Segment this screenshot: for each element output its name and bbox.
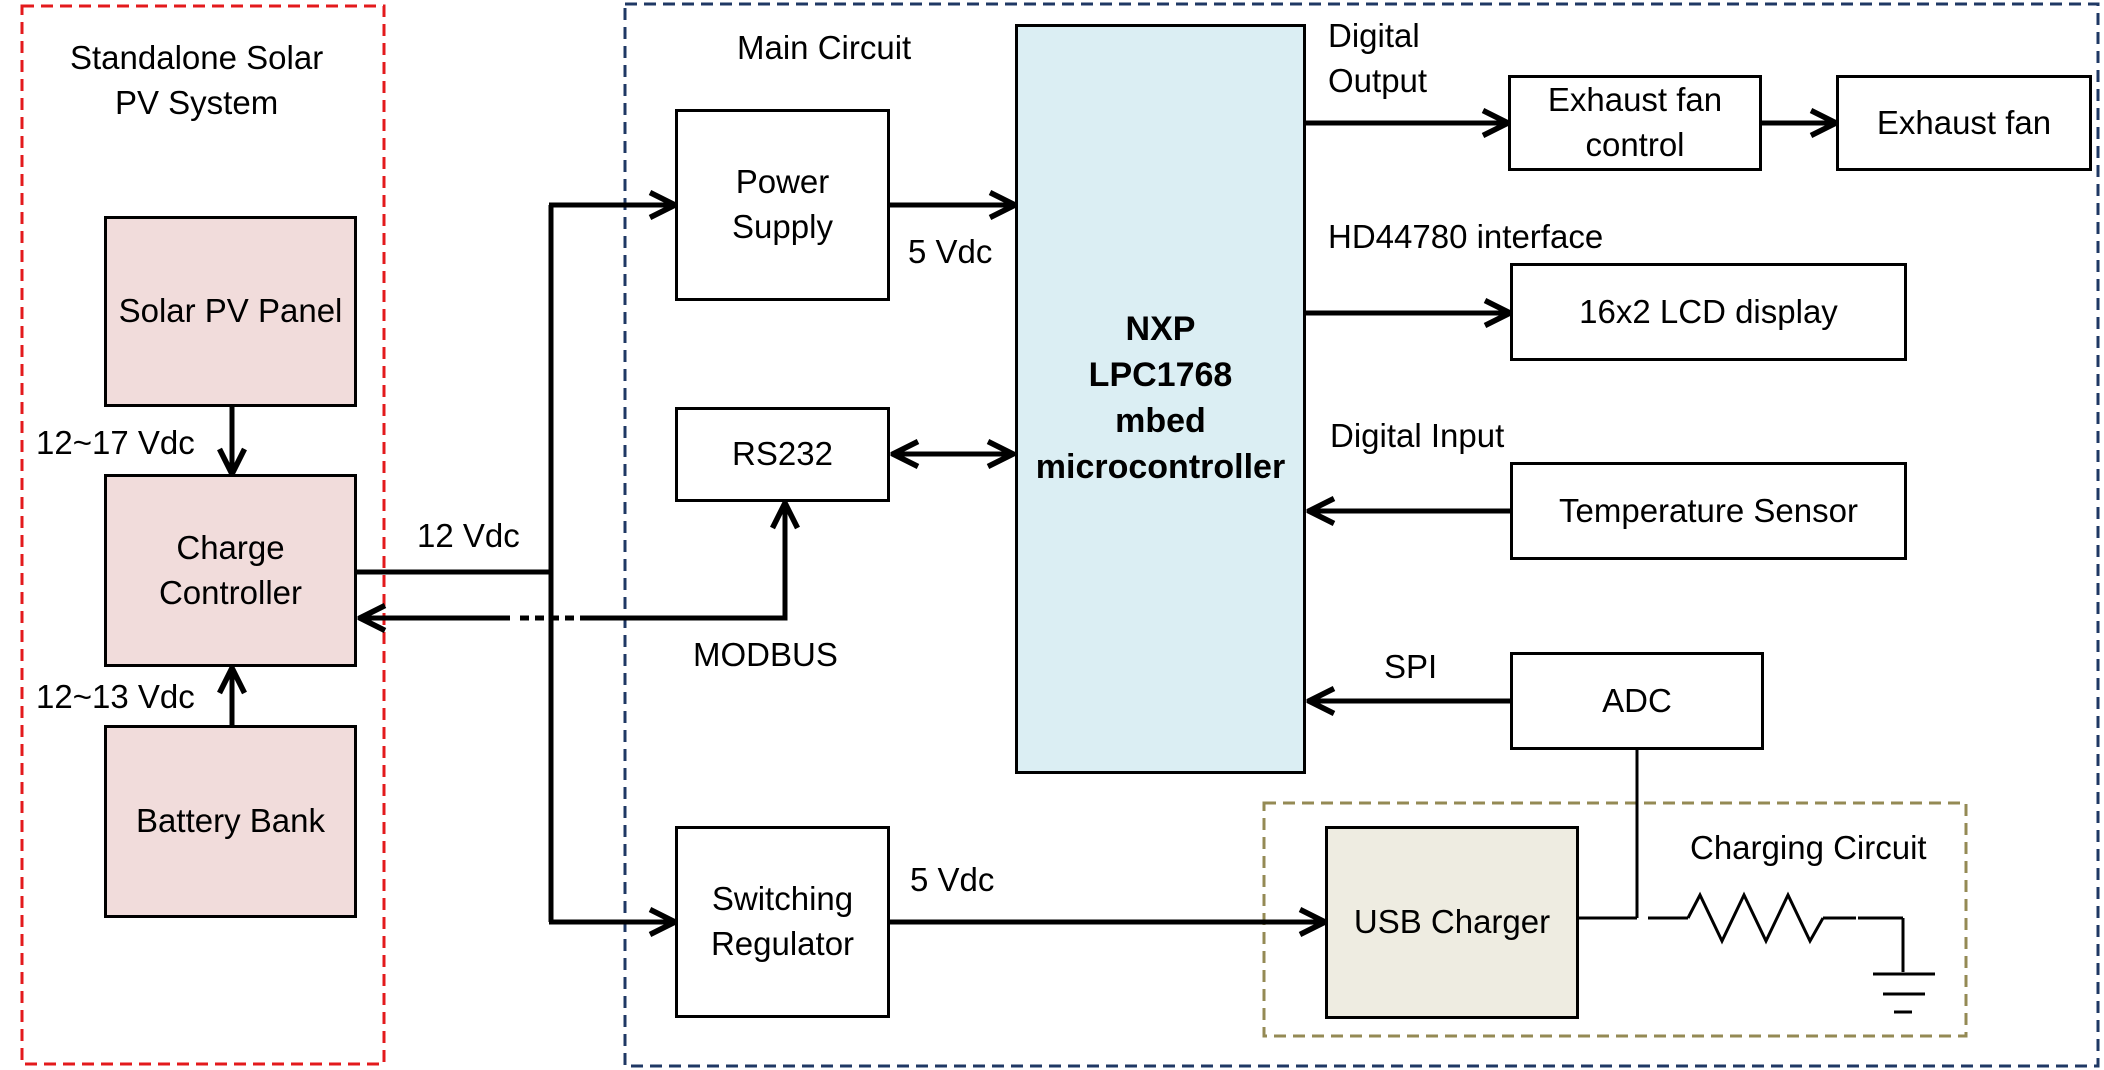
exhaust-fan-control-block: Exhaust fan control bbox=[1508, 75, 1762, 171]
lcd-display-block: 16x2 LCD display bbox=[1510, 263, 1907, 361]
digital-input-label: Digital Input bbox=[1330, 417, 1505, 454]
power-supply-output-label: 5 Vdc bbox=[908, 233, 993, 270]
wire-modbus-to-rs232 bbox=[583, 503, 785, 621]
temperature-sensor-block: Temperature Sensor bbox=[1510, 462, 1907, 560]
bus-voltage-label: 12 Vdc bbox=[417, 517, 520, 554]
standalone-region-title: Standalone Solar PV System bbox=[70, 39, 324, 121]
main-region-title: Main Circuit bbox=[737, 29, 912, 66]
battery-bank-block: Battery Bank bbox=[104, 725, 357, 918]
digital-output-label: Digital Output bbox=[1328, 17, 1428, 99]
switching-regulator-output-label: 5 Vdc bbox=[910, 861, 995, 898]
mcu-block: NXP LPC1768 mbed microcontroller bbox=[1015, 24, 1306, 774]
battery-voltage-label: 12~13 Vdc bbox=[36, 678, 195, 715]
adc-block: ADC bbox=[1510, 652, 1764, 750]
solar-panel-block: Solar PV Panel bbox=[104, 216, 357, 407]
modbus-label: MODBUS bbox=[693, 636, 838, 673]
switching-regulator-block: Switching Regulator bbox=[675, 826, 890, 1018]
rs232-block: RS232 bbox=[675, 407, 890, 502]
spi-label: SPI bbox=[1384, 648, 1438, 685]
hd44780-interface-label: HD44780 interface bbox=[1328, 218, 1604, 255]
power-supply-block: Power Supply bbox=[675, 109, 890, 301]
main-region-border bbox=[623, 2, 2100, 1068]
charging-region-title: Charging Circuit bbox=[1690, 829, 1927, 866]
resistor-symbol bbox=[1686, 891, 1825, 945]
charge-controller-block: Charge Controller bbox=[104, 474, 357, 667]
usb-charger-block: USB Charger bbox=[1325, 826, 1579, 1019]
panel-voltage-label: 12~17 Vdc bbox=[36, 424, 195, 461]
standalone-region-border bbox=[20, 4, 386, 1066]
exhaust-fan-block: Exhaust fan bbox=[1836, 75, 2092, 171]
